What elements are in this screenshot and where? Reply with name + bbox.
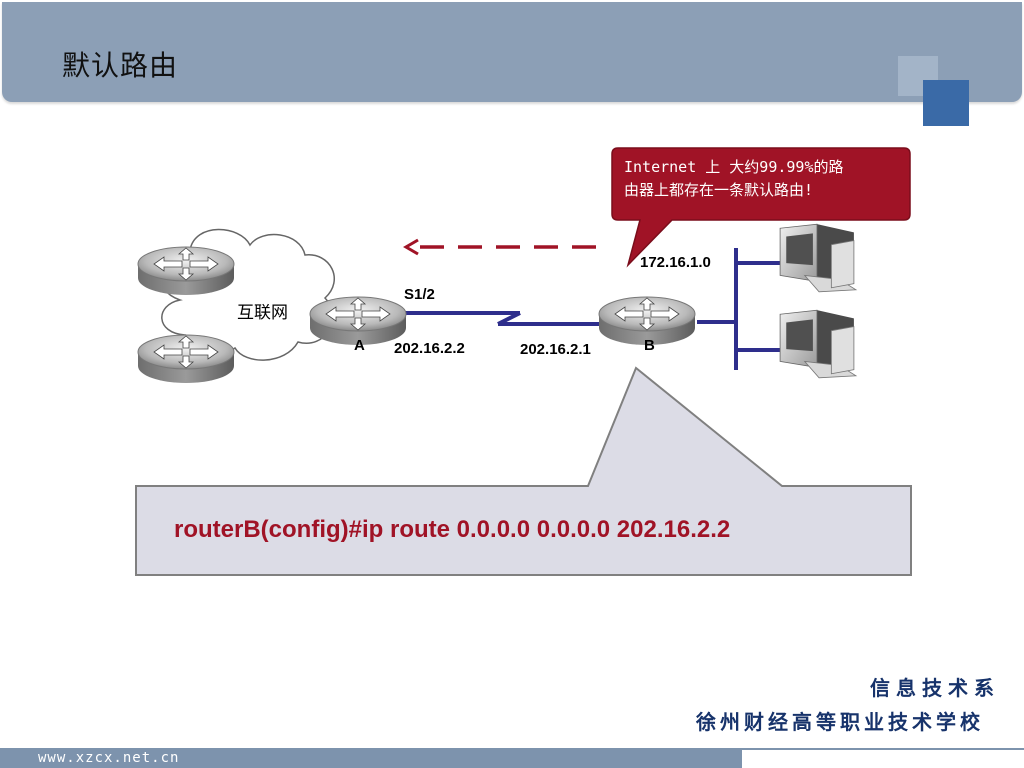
- cloud-label: 互联网: [237, 303, 288, 323]
- ip-b-label: 202.16.2.1: [520, 341, 591, 358]
- cloud-router-bottom-icon: [137, 334, 235, 384]
- callout-bubble: [611, 147, 911, 268]
- router-a-label: A: [354, 337, 365, 354]
- callout-line-2: 由器上都存在一条默认路由!: [624, 181, 814, 199]
- command-text: routerB(config)#ip route 0.0.0.0 0.0.0.0…: [174, 516, 731, 543]
- footer-line: [742, 748, 1024, 750]
- serial-link: [400, 311, 608, 326]
- callout-line-1: Internet 上 大约99.99%的路: [624, 158, 844, 176]
- footer-bar: [0, 748, 742, 768]
- default-route-arrow-icon: [403, 238, 606, 256]
- lan-bus: [697, 248, 782, 370]
- callout-text: Internet 上 大约99.99%的路 由器上都存在一条默认路由!: [624, 156, 904, 202]
- lan-network-label: 172.16.1.0: [640, 254, 711, 271]
- pc-bottom-icon: [779, 309, 857, 379]
- decor-square-dark: [923, 80, 969, 126]
- cloud-router-top-icon: [137, 246, 235, 296]
- footer-url: www.xzcx.net.cn: [38, 750, 180, 766]
- page-title: 默认路由: [62, 49, 179, 82]
- pc-top-icon: [779, 223, 857, 293]
- school-name: 徐州财经高等职业技术学校: [696, 710, 984, 734]
- router-b-label: B: [644, 337, 655, 354]
- ip-a-label: 202.16.2.2: [394, 340, 465, 357]
- interface-label: S1/2: [404, 286, 435, 303]
- header-bar: [2, 2, 1022, 102]
- department-name: 信息技术系: [870, 676, 1000, 700]
- command-callout: [135, 366, 912, 576]
